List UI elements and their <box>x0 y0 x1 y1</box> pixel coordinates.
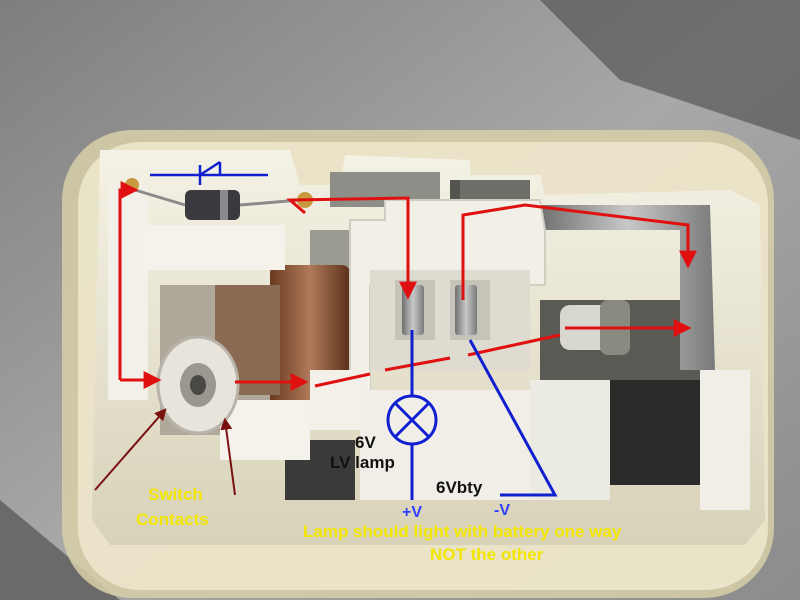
switch-label-line1: Switch <box>148 485 203 504</box>
lamp-type-label: LV lamp <box>330 453 395 472</box>
battery-label: 6Vbty <box>436 478 483 497</box>
lamp-circuit <box>410 330 558 500</box>
diode-body <box>185 190 240 220</box>
lamp-symbol-icon <box>386 394 438 446</box>
neg-terminal-label: -V <box>494 502 510 519</box>
diode-symbol-icon <box>150 160 268 185</box>
pos-terminal-label: +V <box>402 504 423 521</box>
switch-label-line2: Contacts <box>136 510 209 529</box>
current-arrow-icon <box>118 181 697 391</box>
caption-line1: Lamp should light with battery one way <box>303 522 622 541</box>
lamp-voltage-label: 6V <box>355 433 376 452</box>
terminal-pos <box>402 285 424 335</box>
metal-bracket <box>540 205 715 370</box>
terminal-neg <box>455 285 477 335</box>
caption-line2: NOT the other <box>430 545 544 564</box>
contact-pointers <box>94 408 236 496</box>
